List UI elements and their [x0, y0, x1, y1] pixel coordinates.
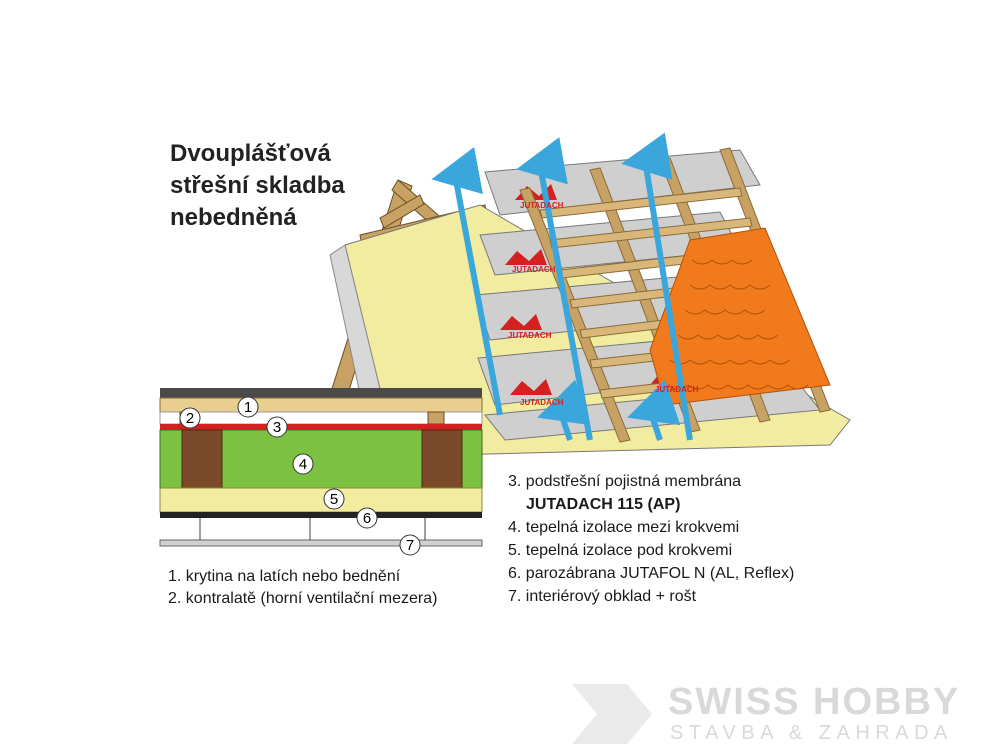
cross-section: [159, 388, 483, 547]
layer-number-6: 6: [356, 507, 378, 529]
svg-text:2: 2: [186, 410, 194, 427]
svg-text:1: 1: [244, 399, 252, 416]
diagram-title: Dvouplášťová střešní skladba nebedněná: [170, 138, 345, 234]
svg-text:6: 6: [363, 510, 371, 527]
svg-text:3: 3: [273, 419, 281, 436]
watermark-subtitle: STAVBA & ZAHRADA: [670, 722, 953, 744]
layer-number-5: 5: [323, 488, 345, 510]
title-line-1: Dvouplášťová: [170, 140, 331, 167]
layer-number-4: 4: [292, 453, 314, 475]
layer-number-2: 2: [179, 407, 201, 429]
svg-text:7: 7: [406, 537, 414, 554]
layer-number-7: 7: [399, 534, 421, 556]
title-line-2: střešní skladba: [170, 172, 345, 199]
legend-item-1: 1. krytina na latích nebo bednění: [168, 568, 401, 585]
membrane-brand-4: JUTADACH: [520, 398, 564, 407]
svg-text:5: 5: [330, 491, 338, 508]
membrane-brand-1: JUTADACH: [520, 201, 564, 210]
legend-item-5: 5. tepelná izolace pod krokvemi: [508, 542, 733, 559]
legend-left: 1. krytina na latích nebo bednění 2. kon…: [168, 566, 437, 610]
svg-text:4: 4: [299, 456, 307, 473]
layer-number-1: 1: [237, 396, 259, 418]
membrane-brand-5: JUTADACH: [655, 385, 699, 394]
layer-numbers: 1 2 3 4 5 6 7: [179, 396, 421, 556]
layer-number-3: 3: [266, 416, 288, 438]
title-line-3: nebedněná: [170, 204, 297, 231]
membrane-brand-2: JUTADACH: [512, 265, 556, 274]
membrane-brand-labels: JUTADACH JUTADACH JUTADACH JUTADACH JUTA…: [508, 201, 699, 407]
roof-tiles: [649, 227, 831, 406]
watermark-brand: SWISS HOBBY: [668, 681, 961, 723]
legend-item-7: 7. interiérový obklad + rošt: [508, 588, 697, 605]
legend-item-3-product: JUTADACH 115 (AP): [526, 496, 681, 513]
airflow-arrows: [431, 132, 693, 441]
legend-item-4: 4. tepelná izolace mezi krokvemi: [508, 519, 740, 536]
legend-right: 3. podstřešní pojistná membrána JUTADACH…: [508, 470, 794, 608]
legend-item-2: 2. kontralatě (horní ventilační mezera): [168, 590, 438, 607]
membrane-brand-3: JUTADACH: [508, 331, 552, 340]
legend-item-3: 3. podstřešní pojistná membrána: [508, 473, 742, 490]
legend-item-6: 6. parozábrana JUTAFOL N (AL, Reflex): [508, 565, 795, 582]
swiss-hobby-logo-icon: [572, 684, 652, 744]
